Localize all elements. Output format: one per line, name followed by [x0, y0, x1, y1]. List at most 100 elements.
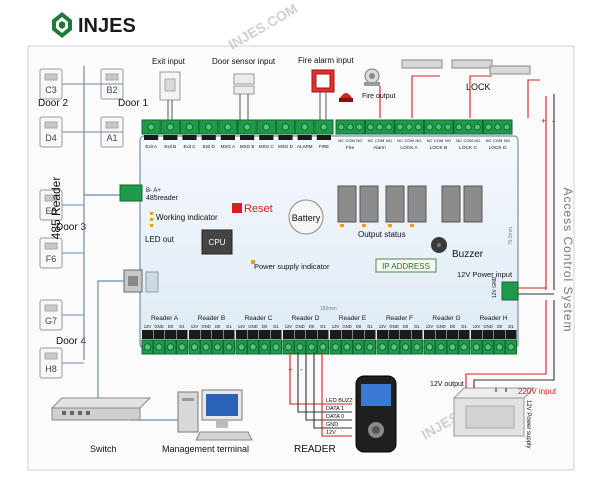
- screw-icon: [378, 343, 387, 351]
- reader-port-label: Reader F: [386, 315, 413, 322]
- reader-bus-label: 485 Reader: [49, 177, 63, 240]
- reader-window: [44, 304, 58, 312]
- terminal-socket: [458, 330, 470, 339]
- terminal-socket: [316, 135, 331, 140]
- screw-icon: [225, 343, 233, 351]
- polarity-minus-top: -: [552, 116, 555, 126]
- reader-code: D4: [45, 133, 57, 143]
- cpu-label: CPU: [209, 238, 226, 247]
- battery-cell-icon: [288, 199, 324, 235]
- terminal-socket: [424, 330, 435, 339]
- screw-icon: [367, 123, 374, 131]
- power-supply-unit-icon: [452, 387, 536, 437]
- buzzer-label: Buzzer: [452, 249, 484, 260]
- screw-icon: [205, 123, 213, 131]
- terminal-socket: [247, 330, 259, 339]
- reader-pin-label: 12V: [332, 324, 340, 329]
- side-title: Access Control System: [561, 187, 575, 332]
- relay-group-label: LOCK D: [489, 145, 507, 151]
- reader-port-label: Reader H: [480, 315, 508, 322]
- working-indicator-label: Working indicator: [156, 213, 218, 222]
- terminal-socket: [144, 135, 159, 140]
- screw-icon: [166, 343, 175, 351]
- terminal-socket: [388, 330, 400, 339]
- reader-pin-label: D1: [226, 324, 232, 329]
- relay-group-label: LOCK A: [400, 145, 418, 151]
- terminal-socket: [189, 330, 200, 339]
- screw-icon: [414, 123, 422, 131]
- fire-alarm-device: [311, 69, 335, 122]
- screw-icon: [281, 123, 290, 131]
- reader-pin-label: D0: [168, 324, 174, 329]
- screw-icon: [444, 123, 452, 131]
- ethernet-jack: [145, 271, 159, 293]
- screw-icon: [284, 343, 293, 351]
- reader-pin-label: GND: [342, 324, 351, 329]
- alarm-beacon-icon: [339, 93, 353, 102]
- reset-label: Reset: [244, 203, 273, 215]
- screw-icon: [307, 343, 316, 351]
- reader-pin-label: GND: [248, 324, 257, 329]
- terminal-socket: [505, 330, 517, 339]
- terminal-label: Management terminal: [162, 444, 249, 454]
- terminal-socket: [471, 330, 482, 339]
- reader-port-label: Reader B: [198, 315, 225, 322]
- reader-wire-label: DATA 1: [326, 406, 344, 412]
- screw-icon: [249, 343, 257, 351]
- reader-pin-label: D1: [179, 324, 185, 329]
- working-indicator-led: [150, 212, 153, 227]
- reader-pin-label: D1: [320, 324, 326, 329]
- reader-code: A1: [106, 133, 117, 143]
- screw-icon: [190, 343, 199, 351]
- terminal-socket: [482, 330, 494, 339]
- input-terminal-label: FIRE: [319, 144, 329, 149]
- input-terminal-label: MSG A: [221, 144, 235, 149]
- screw-icon: [448, 343, 457, 351]
- terminal-socket: [283, 330, 294, 339]
- screw-icon: [484, 343, 492, 351]
- input-terminal-label: MSG C: [259, 144, 275, 149]
- door-label: Door 1: [118, 98, 148, 109]
- reader-port-label: Reader E: [339, 315, 367, 322]
- reader-pin-label: D0: [215, 324, 221, 329]
- input-terminal-label: Exit C: [183, 144, 196, 149]
- reader-pin-label: 12V: [191, 324, 199, 329]
- screw-icon: [147, 123, 155, 131]
- relay-group-label: LOCK C: [459, 145, 477, 151]
- reader-pin-label: GND: [295, 324, 304, 329]
- screw-icon: [396, 123, 404, 131]
- rs485-label: 485reader: [146, 195, 179, 202]
- polarity-plus-top: +: [541, 116, 546, 126]
- fire-output-siren-icon: [364, 68, 380, 86]
- terminal-socket: [317, 330, 329, 339]
- terminal-socket: [435, 330, 447, 339]
- reader-port-label: Reader A: [151, 315, 179, 322]
- screw-icon: [224, 123, 232, 131]
- terminal-socket: [341, 330, 353, 339]
- relay-pin-label: NC: [486, 138, 492, 143]
- input-terminal-label: MSG D: [278, 144, 294, 149]
- relay-pin-label: COM: [346, 138, 355, 143]
- screw-icon: [343, 343, 351, 351]
- screw-icon: [166, 123, 175, 131]
- terminal-socket: [259, 330, 270, 339]
- reader-pin-label: D0: [403, 324, 409, 329]
- screw-icon: [437, 343, 445, 351]
- battery-label: Battery: [292, 213, 321, 223]
- screw-icon: [390, 343, 398, 351]
- exit-input-label: Exit input: [152, 57, 186, 66]
- reader-port-label: Reader G: [432, 315, 460, 322]
- screw-icon: [376, 123, 384, 131]
- screw-icon: [354, 343, 363, 351]
- reader-pin-label: D1: [508, 324, 514, 329]
- power-indicator-label: Power supply indicator: [254, 262, 330, 271]
- terminal-socket: [377, 330, 388, 339]
- screw-icon: [301, 123, 309, 131]
- screw-icon: [143, 343, 152, 351]
- screw-icon: [503, 123, 511, 131]
- screw-icon: [355, 123, 363, 131]
- reader-code: F6: [46, 254, 57, 264]
- led-out-label: LED out: [145, 235, 175, 244]
